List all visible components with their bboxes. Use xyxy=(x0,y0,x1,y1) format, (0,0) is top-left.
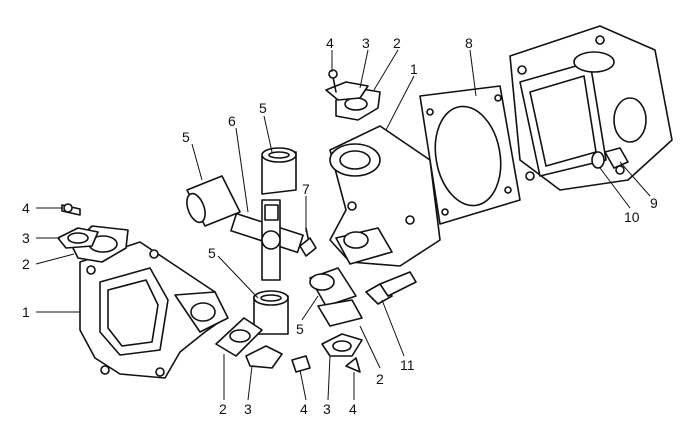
lower-cover-assembly-left xyxy=(215,317,311,373)
left-housing xyxy=(79,241,229,379)
callout-labels: 4 3 2 1 8 5 6 5 7 4 3 2 1 5 5 11 2 2 3 4… xyxy=(22,35,658,417)
callout-10: 10 xyxy=(624,209,640,225)
universal-joint-spider xyxy=(230,199,304,281)
callout-2: 2 xyxy=(393,35,401,51)
bottom-bearing-yoke xyxy=(309,267,363,327)
callout-5: 5 xyxy=(182,129,190,145)
callout-4: 4 xyxy=(349,401,357,417)
bearing-cap-top xyxy=(261,147,297,195)
callout-5: 5 xyxy=(296,321,304,337)
callout-11: 11 xyxy=(400,357,415,373)
grease-fitting xyxy=(299,227,317,257)
callout-3: 3 xyxy=(362,35,370,51)
callout-3: 3 xyxy=(323,401,331,417)
callout-1: 1 xyxy=(22,304,30,320)
lower-cover-assembly-right xyxy=(321,333,363,373)
top-cover-assembly xyxy=(325,69,381,121)
bearing-cap-left xyxy=(186,175,241,227)
callout-8: 8 xyxy=(465,35,473,51)
leader-lines xyxy=(35,49,651,401)
bearing-cap-bottom xyxy=(253,290,289,335)
left-cover-assembly xyxy=(57,203,129,263)
callout-7: 7 xyxy=(302,181,310,197)
callout-1: 1 xyxy=(410,61,418,77)
center-yoke-housing xyxy=(329,125,441,267)
right-housing xyxy=(509,25,673,191)
bolt xyxy=(365,271,417,305)
gasket-ring xyxy=(419,85,521,225)
callout-2: 2 xyxy=(22,256,30,272)
callout-5: 5 xyxy=(259,100,267,116)
callout-3: 3 xyxy=(244,401,252,417)
callout-2: 2 xyxy=(219,401,227,417)
callout-4: 4 xyxy=(300,401,308,417)
callout-4: 4 xyxy=(22,200,30,216)
callout-4: 4 xyxy=(326,35,334,51)
callout-6: 6 xyxy=(228,113,236,129)
callout-5: 5 xyxy=(208,245,216,261)
callout-9: 9 xyxy=(650,195,658,211)
nut-and-washer xyxy=(591,147,629,169)
callout-3: 3 xyxy=(22,230,30,246)
callout-2: 2 xyxy=(376,371,384,387)
